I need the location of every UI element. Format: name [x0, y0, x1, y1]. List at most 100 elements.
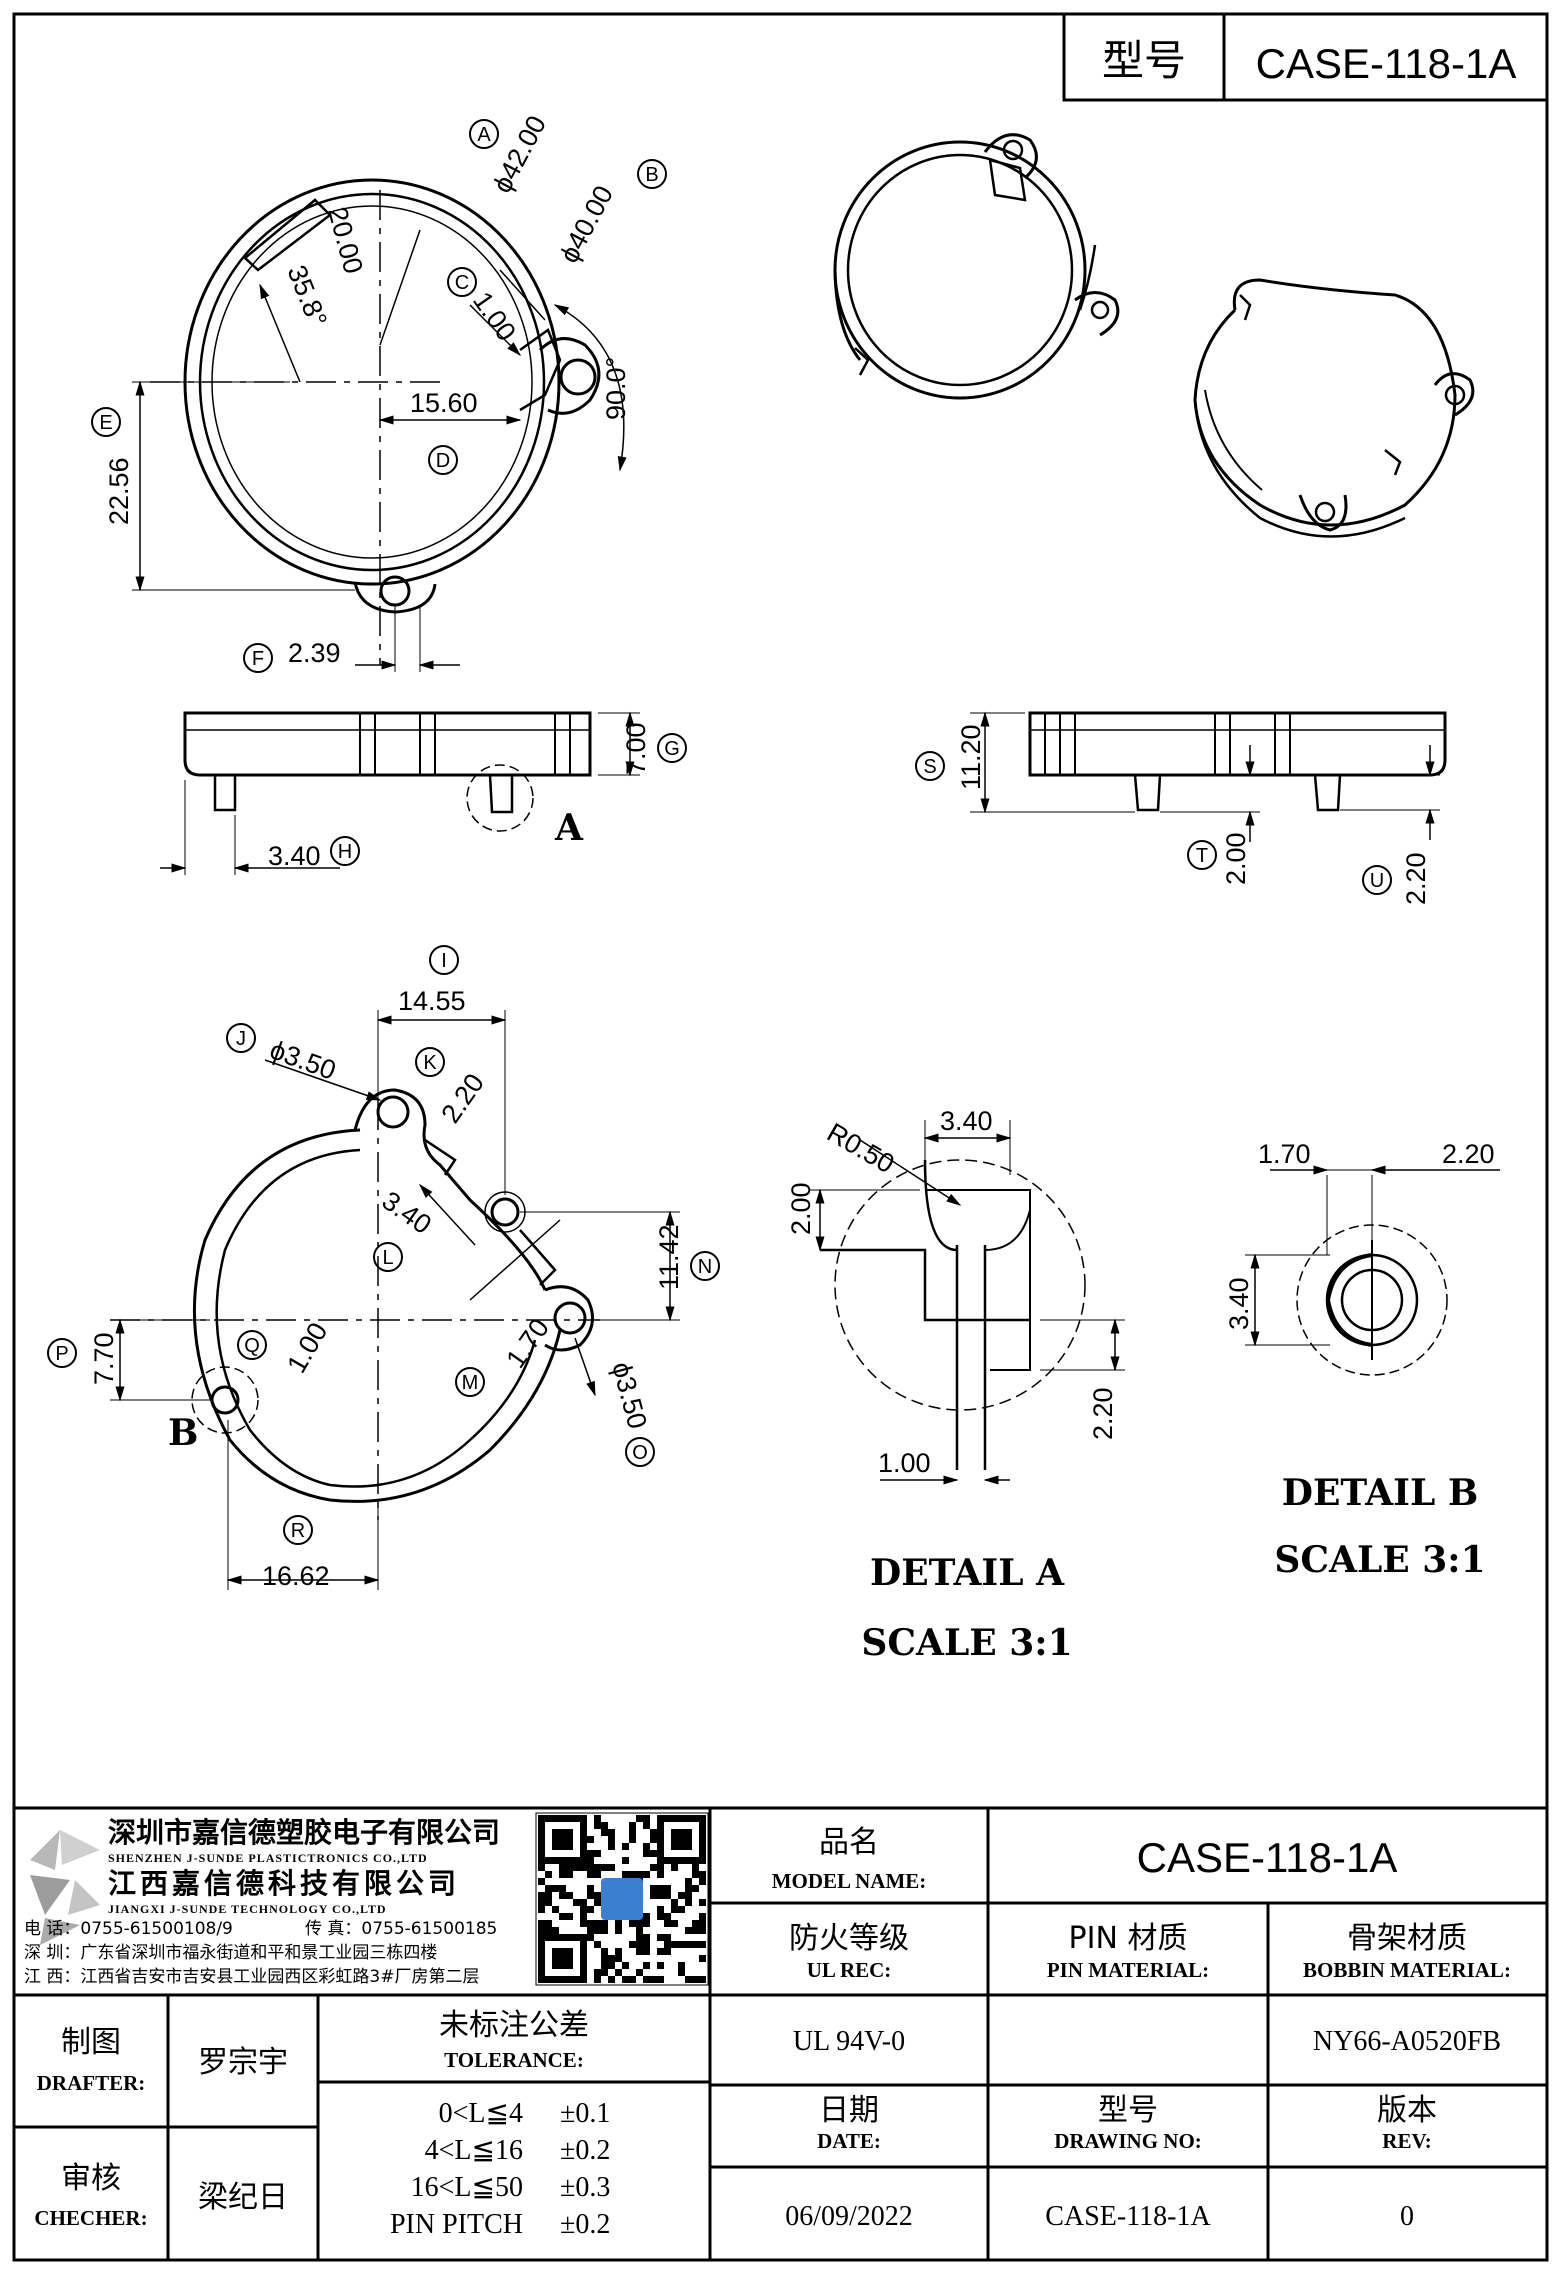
detail-b-dims: 1.70 2.20 3.40 DETAIL B SCALE 3:1	[1224, 1139, 1495, 1581]
dim-i: 14.55	[398, 986, 466, 1016]
detail-a-ref-circle	[466, 764, 534, 832]
tolerance-range: PIN PITCH	[390, 2209, 523, 2240]
model-name-en: MODEL NAME:	[772, 1869, 927, 1893]
callout-letter: K	[423, 1052, 437, 1074]
detail-a-w2: 1.00	[878, 1448, 931, 1478]
tolerance-value: ±0.1	[560, 2098, 610, 2129]
model-name-cn: 品名	[819, 1825, 879, 1860]
date-en: DATE:	[817, 2129, 881, 2153]
callout-e: E	[91, 407, 121, 437]
tolerance-range: 16<L≦50	[411, 2172, 523, 2203]
pin-cn: PIN 材质	[1069, 1921, 1188, 1956]
detail-a-h2: 2.20	[1088, 1387, 1118, 1440]
iso-view-1	[833, 133, 1120, 400]
sheet-border	[12, 12, 1549, 2262]
dim-r: 16.62	[262, 1561, 330, 1591]
dim-t: 2.00	[1221, 832, 1251, 885]
callout-i: I	[429, 945, 459, 975]
callout-letter: B	[645, 164, 658, 186]
detail-b-scale: SCALE 3:1	[1274, 1539, 1485, 1581]
detail-a-title: DETAIL A	[870, 1552, 1065, 1594]
detail-b-ref-circle	[191, 1366, 259, 1434]
drawing-en: DRAWING NO:	[1054, 2129, 1202, 2153]
side-view-left-dims: 7.00 3.40 A	[268, 722, 651, 871]
side-view-right	[970, 711, 1447, 842]
detail-b-ref: B	[168, 1412, 198, 1454]
callout-letter: O	[632, 1442, 648, 1464]
dim-g: 7.00	[621, 722, 651, 775]
bottom-outer-ring	[192, 1128, 361, 1502]
callout-letter: N	[698, 1256, 712, 1278]
callout-q: Q	[237, 1330, 267, 1360]
callout-letter: E	[99, 412, 112, 434]
date-cn: 日期	[819, 2093, 879, 2128]
tolerance-value: ±0.2	[560, 2209, 610, 2240]
callout-j: J	[226, 1023, 256, 1053]
callout-o: O	[625, 1437, 655, 1467]
ul-cn: 防火等级	[789, 1921, 909, 1956]
header-model-label: 型号	[1102, 37, 1186, 84]
dim-s: 11.20	[956, 724, 986, 790]
callout-letter: G	[664, 738, 680, 760]
callout-letter: I	[441, 950, 447, 972]
rev-cn: 版本	[1377, 2093, 1437, 2128]
pin-en: PIN MATERIAL:	[1047, 1958, 1209, 1982]
callout-letter: U	[1370, 870, 1384, 892]
callout-letter: C	[455, 272, 469, 294]
dim-b: ϕ40.00	[554, 181, 619, 268]
header-model-box: 型号 CASE-118-1A	[1062, 12, 1549, 102]
company-tel: 电 话：0755-61500108/9	[24, 1919, 233, 1939]
callout-p: P	[47, 1338, 77, 1368]
company-en-2: JIANGXI J-SUNDE TECHNOLOGY CO.,LTD	[108, 1902, 387, 1916]
callout-s: S	[915, 751, 945, 781]
company-logo	[30, 1830, 100, 1945]
detail-a-dims: R0.50 3.40 2.00 2.20 1.00 DETAIL A SCALE…	[786, 1106, 1118, 1664]
dim-a: ϕ42.00	[487, 111, 552, 198]
tolerance-en: TOLERANCE:	[444, 2048, 584, 2072]
callout-d: D	[428, 445, 458, 475]
detail-a-scale: SCALE 3:1	[861, 1622, 1072, 1664]
tolerance-value: ±0.2	[560, 2135, 610, 2166]
callout-letter: M	[462, 1372, 479, 1394]
company-addr-jx: 江 西：江西省吉安市吉安县工业园西区彩虹路3#厂房第二层	[24, 1967, 479, 1987]
detail-a-r: R0.50	[822, 1117, 899, 1179]
callout-letter: P	[55, 1343, 68, 1365]
callout-l: L	[373, 1242, 403, 1272]
header-model-value: CASE-118-1A	[1256, 40, 1517, 87]
iso-view-2	[1193, 278, 1475, 538]
callout-n: N	[690, 1251, 720, 1281]
callout-letter: D	[436, 450, 450, 472]
bobbin-en: BOBBIN MATERIAL:	[1303, 1958, 1511, 1982]
callout-c: C	[447, 267, 477, 297]
callout-letter: L	[382, 1247, 393, 1269]
rev-value: 0	[1400, 2201, 1414, 2232]
dim-r20: 20.00	[322, 204, 368, 277]
company-addr-sz: 深 圳：广东省深圳市福永街道和平和景工业园三栋四楼	[24, 1943, 437, 1963]
drafter-cn: 制图	[61, 2025, 121, 2060]
dim-ang90: 90.0°	[601, 357, 631, 420]
dim-h-side: 3.40	[268, 841, 321, 871]
dim-j: ϕ3.50	[266, 1034, 340, 1085]
hole-j	[376, 1095, 410, 1129]
side-view-left	[160, 711, 640, 875]
top-right-lug	[538, 337, 601, 415]
hole-o	[553, 1301, 587, 1335]
drawing-value: CASE-118-1A	[1045, 2201, 1211, 2232]
callout-a: A	[469, 119, 499, 149]
date-value: 06/09/2022	[785, 2201, 913, 2232]
detail-a-w: 3.40	[940, 1106, 993, 1136]
callout-t: T	[1187, 840, 1217, 870]
dim-q: 1.00	[281, 1317, 333, 1378]
detail-a-ref: A	[554, 807, 584, 849]
tolerance-value: ±0.3	[560, 2172, 610, 2203]
bobbin-cn: 骨架材质	[1347, 1921, 1467, 1956]
dim-o: ϕ3.50	[606, 1359, 652, 1432]
dim-ang: 35.8°	[281, 261, 333, 331]
callout-letter: F	[252, 648, 264, 670]
dim-c: 1.00	[467, 286, 522, 346]
checker-en: CHECHER:	[34, 2206, 147, 2230]
detail-b-h: 3.40	[1224, 1277, 1254, 1330]
